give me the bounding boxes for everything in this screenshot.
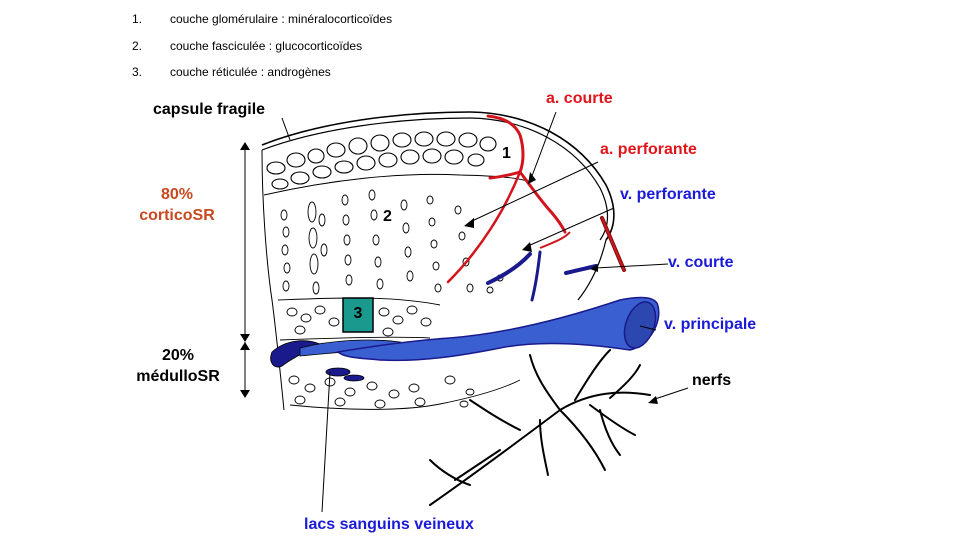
capsular-artery-core <box>601 217 625 271</box>
cortex-label: 80% corticoSR <box>130 184 224 226</box>
legend-text: couche réticulée : androgènes <box>170 65 331 79</box>
short-vein <box>564 264 598 275</box>
nerves-label: nerfs <box>692 372 732 389</box>
arrowheads <box>240 142 658 404</box>
zone2-number: 2 <box>383 208 392 225</box>
glomerular-cells <box>266 131 497 190</box>
perforating-vein-branch <box>530 250 542 302</box>
perforating-vein <box>486 252 532 285</box>
reticular-boundary <box>279 336 431 341</box>
legend-text: couche fasciculée : glucocorticoïdes <box>170 38 363 53</box>
reticular-cells <box>286 305 432 337</box>
medulla-cells <box>288 375 475 409</box>
venous-lakes <box>270 339 402 382</box>
capsule-label: capsule fragile <box>153 101 266 118</box>
zone3-number: 3 <box>353 305 363 322</box>
gland-left-border <box>261 149 285 411</box>
perforating-artery-label: a. perforante <box>600 141 697 158</box>
principal-vein-label: v. principale <box>664 316 757 333</box>
capsule-outline <box>261 111 615 241</box>
short-artery-label: a. courte <box>546 90 613 107</box>
cortex-percent: 80% <box>160 186 194 203</box>
perforating-vein-label: v. perforante <box>620 186 716 203</box>
legend-list: 1. couche glomérulaire : minéralocortico… <box>132 12 392 92</box>
legend-item: 3. couche réticulée : androgènes <box>132 65 392 92</box>
venous-lakes-label: lacs sanguins veineux <box>304 516 474 533</box>
zone1-number: 1 <box>502 145 511 162</box>
perforating-artery <box>446 170 522 284</box>
cortex-name: corticoSR <box>139 207 215 224</box>
legend-item: 1. couche glomérulaire : minéralocortico… <box>132 12 392 39</box>
medulla-boundary <box>289 379 521 410</box>
short-vein-label: v. courte <box>668 254 734 271</box>
fasciculate-cells <box>280 189 504 295</box>
legend-number: 3. <box>132 65 143 79</box>
gland-right-border <box>577 239 607 301</box>
legend-item: 2. couche fasciculée : glucocorticoïdes <box>132 39 392 66</box>
principal-vein <box>336 296 660 362</box>
medulla-label: 20% médulloSR <box>128 345 228 387</box>
medulla-name: médulloSR <box>136 368 220 385</box>
zone3-box <box>342 297 374 333</box>
legend-text: couche glomérulaire : minéralocorticoïde… <box>170 12 393 26</box>
legend-number: 2. <box>132 38 143 53</box>
legend-number: 1. <box>132 12 143 26</box>
artery-to-vein-link <box>539 231 571 249</box>
nerve-network <box>429 349 651 506</box>
medulla-percent: 20% <box>161 347 195 364</box>
glomerular-boundary <box>263 173 531 196</box>
leader-lines <box>244 111 689 513</box>
